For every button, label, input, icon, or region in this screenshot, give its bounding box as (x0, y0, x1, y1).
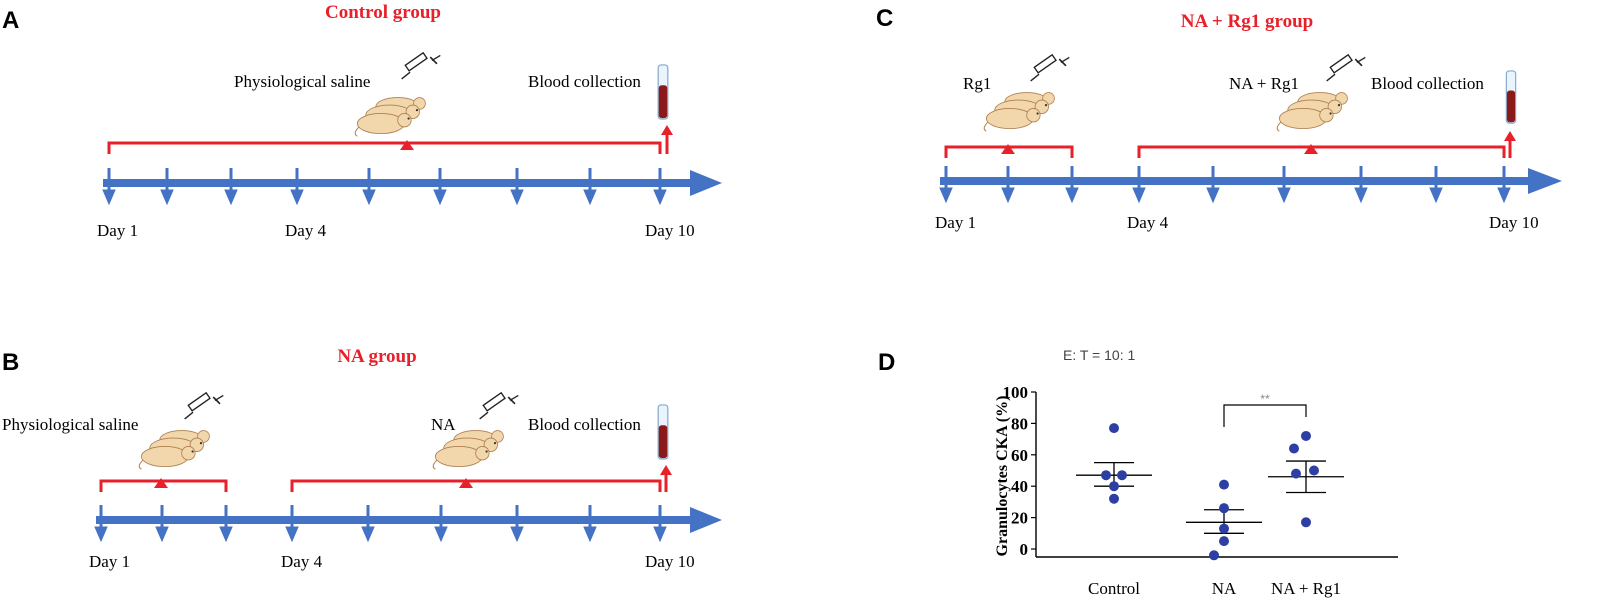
timeline-c (939, 166, 1562, 204)
panel-c-letter: C (876, 5, 893, 32)
significance-label: ** (1260, 392, 1270, 406)
blood-tube-icon (657, 64, 669, 120)
panel-c-injection1-label: Rg1 (963, 74, 991, 93)
day-label: Day 10 (645, 221, 695, 240)
y-tick-label: 80 (1011, 414, 1028, 433)
data-point (1301, 430, 1311, 441)
ratio-note: E: T = 10: 1 (1063, 347, 1135, 363)
injection-marker (459, 478, 473, 488)
panel-a-injection-label: Physiological saline (234, 72, 370, 91)
day-label: Day 1 (89, 552, 130, 571)
panel-b-injection1-label: Physiological saline (2, 415, 138, 434)
syringe-icon (1325, 54, 1367, 82)
syringe-icon (478, 392, 520, 420)
timeline-a (102, 168, 722, 206)
syringe-icon (400, 52, 442, 80)
injection-marker (400, 140, 414, 150)
data-point (1101, 470, 1111, 481)
y-tick-label: 100 (1003, 383, 1029, 402)
rats-icon (138, 429, 210, 470)
panel-a: A Control group Physiological saline Blo… (2, 2, 722, 240)
panel-b: B NA group Physiological saline NA Blood… (2, 346, 722, 571)
panel-c-blood-label: Blood collection (1371, 74, 1484, 93)
y-tick-label: 40 (1011, 477, 1028, 496)
data-point (1109, 423, 1119, 434)
y-tick-label: 60 (1011, 446, 1028, 465)
day-label: Day 4 (1127, 213, 1169, 232)
timeline-b (94, 505, 722, 543)
treatment-bracket (99, 479, 228, 492)
panel-a-letter: A (2, 7, 19, 34)
panel-c-injection2-label: NA + Rg1 (1229, 74, 1299, 93)
panel-a-title: Control group (325, 2, 441, 23)
rats-icon (983, 91, 1056, 132)
rats-icon (354, 96, 426, 137)
significance-bracket (1223, 404, 1307, 427)
y-axis-label: Granulocytes CKA (%) (994, 396, 1011, 557)
blood-tube-icon (1505, 70, 1517, 124)
data-point (1219, 503, 1229, 514)
treatment-bracket (290, 479, 662, 492)
rats-icon (432, 429, 504, 470)
x-tick-label: NA (1212, 579, 1237, 598)
day-label: Day 10 (645, 552, 695, 571)
day-label: Day 4 (281, 552, 323, 571)
data-point (1291, 468, 1301, 479)
injection-marker (154, 478, 168, 488)
data-point (1219, 479, 1229, 490)
data-point (1109, 481, 1119, 492)
injection-marker (1304, 144, 1318, 154)
x-tick-label: NA + Rg1 (1271, 579, 1341, 598)
data-point (1309, 465, 1319, 476)
day-label: Day 1 (935, 213, 976, 232)
panel-a-blood-label: Blood collection (528, 72, 641, 91)
panel-b-title: NA group (337, 346, 416, 367)
rats-icon (1276, 91, 1349, 132)
treatment-bracket (1137, 145, 1506, 158)
data-point (1301, 517, 1311, 528)
panel-c: C NA + Rg1 group Rg1 NA + Rg1 Blood coll… (876, 5, 1562, 232)
data-point (1219, 523, 1229, 534)
y-tick-label: 0 (1020, 540, 1029, 559)
day-label: Day 4 (285, 221, 327, 240)
data-point (1117, 470, 1127, 481)
data-point (1109, 493, 1119, 504)
data-point (1219, 536, 1229, 547)
data-point (1209, 550, 1219, 561)
panel-b-blood-label: Blood collection (528, 415, 641, 434)
panel-b-letter: B (2, 349, 19, 376)
x-tick-label: Control (1088, 579, 1140, 598)
day-label: Day 10 (1489, 213, 1539, 232)
data-point (1289, 443, 1299, 454)
panel-b-injection2-label: NA (431, 415, 456, 434)
panel-c-title: NA + Rg1 group (1181, 11, 1313, 32)
syringe-icon (183, 392, 225, 420)
injection-marker (1001, 144, 1015, 154)
syringe-icon (1029, 54, 1071, 82)
blood-tube-icon (657, 404, 669, 460)
y-tick-label: 20 (1011, 509, 1028, 528)
day-label: Day 1 (97, 221, 138, 240)
panel-d-letter: D (878, 349, 895, 376)
panel-d: D E: T = 10: 1 Granulocytes CKA (%) 0 20 4… (878, 347, 1398, 598)
treatment-bracket (107, 141, 662, 154)
